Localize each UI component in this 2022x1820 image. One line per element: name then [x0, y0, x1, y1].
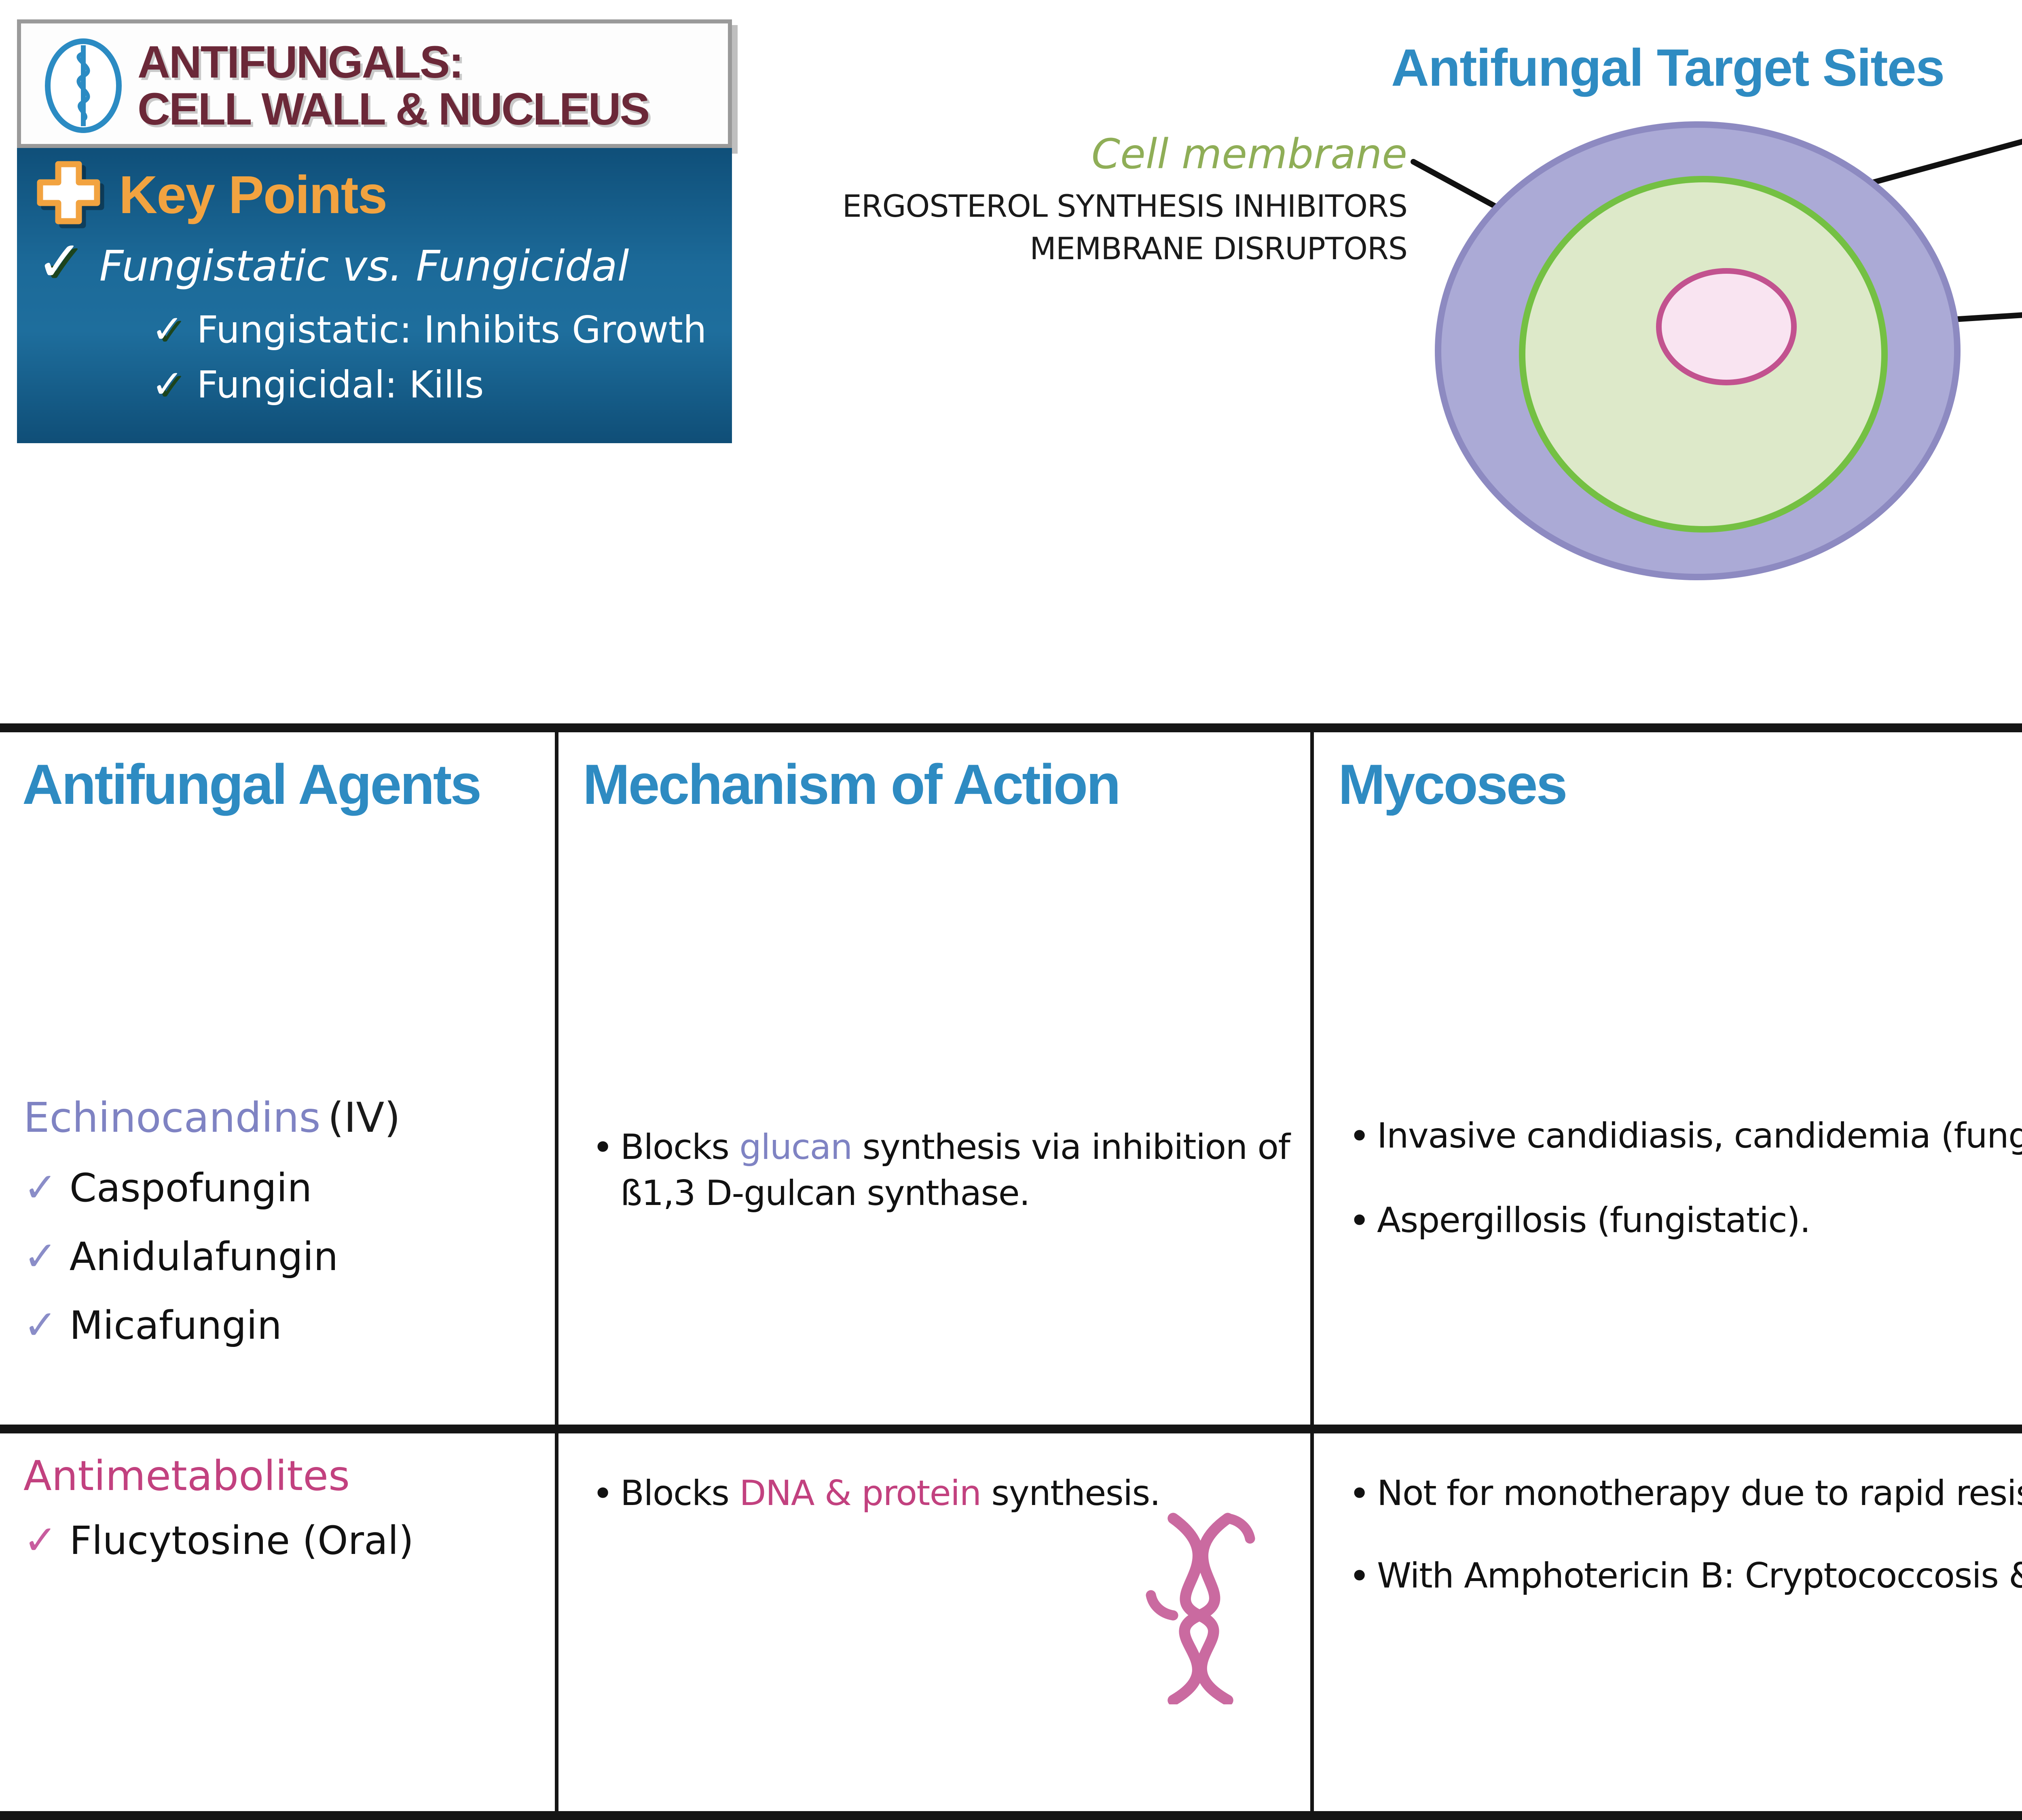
dna-helix-icon — [1146, 1513, 1255, 1704]
col-header-antifungal-agents: Antifungal Agents — [22, 753, 482, 816]
mechanism-text: Blocks glucan synthesis via inhibition o… — [589, 1124, 1298, 1216]
agent-name: Echinocandins — [23, 1094, 321, 1142]
table-row-1-mechanism: Blocks glucan synthesis via inhibition o… — [555, 1073, 1310, 1433]
drug-item: ✓ Anidulafungin — [23, 1234, 543, 1279]
key-point-sub-1: ✓ Fungistatic: Inhibits Growth — [151, 307, 706, 352]
table-row-2-mycoses: Not for monotherapy due to rapid resista… — [1310, 1433, 2022, 1820]
check-icon: ✓ — [23, 1232, 57, 1280]
cell-membrane-label: Cell membrane — [1091, 130, 1407, 178]
check-icon: ✓ — [23, 1164, 57, 1211]
table-row-1-agents: Echinocandins(IV) ✓ Caspofungin ✓ Anidulaf… — [0, 1073, 555, 1433]
mycosis-item: Aspergillosis (fungistatic). — [1345, 1197, 2022, 1245]
mycosis-item: Not for monotherapy due to rapid resista… — [1345, 1470, 2022, 1518]
page-title-line1: ANTIFUNGALS: — [137, 37, 464, 87]
nucleus-ellipse — [1656, 268, 1797, 385]
key-point-main: ✓ Fungistatic vs. Fungicidal — [36, 229, 629, 294]
col-header-mechanism: Mechanism of Action — [555, 732, 1310, 1073]
mech-pre: Blocks — [620, 1473, 740, 1513]
table-row-1-mycoses: Invasive candidiasis, candidemia (fungic… — [1310, 1073, 2022, 1433]
mech-post: synthesis. — [981, 1473, 1161, 1513]
check-icon: ✓ — [23, 1516, 57, 1564]
membrane-labels: Cell membrane ERGOSTEROL SYNTHESIS INHIB… — [748, 130, 1408, 266]
medical-cross-icon — [37, 161, 100, 224]
check-icon: ✓ — [36, 229, 83, 294]
drug-item: ✓ Flucytosine (Oral) — [23, 1518, 543, 1563]
diagram-title: Antifungal Target Sites — [1391, 38, 1945, 97]
col-header-mycoses: Mycoses — [1310, 732, 2022, 1073]
mechanism-text: Blocks DNA & protein synthesis. — [589, 1470, 1298, 1518]
drug-item: ✓ Caspofungin — [23, 1165, 543, 1211]
key-point-sub-2: ✓ Fungicidal: Kills — [151, 361, 484, 407]
key-points-panel: Key Points ✓ Fungistatic vs. Fungicidal … — [17, 148, 732, 443]
key-point-main-label: Fungistatic vs. Fungicidal — [99, 241, 629, 291]
mycosis-item: With Amphotericin B: Cryptococcosis & Ca… — [1345, 1552, 2022, 1600]
membrane-drug-class-1: ERGOSTEROL SYNTHESIS INHIBITORS — [842, 188, 1408, 224]
mycosis-item: Invasive candidiasis, candidemia (fungic… — [1345, 1112, 2022, 1160]
title-card: ANTIFUNGALS: CELL WALL & NUCLEUS — [17, 19, 732, 148]
key-points-title: Key Points — [119, 165, 387, 224]
asclepius-logo-icon — [45, 38, 122, 133]
drug-name: Anidulafungin — [69, 1234, 338, 1279]
check-icon: ✓ — [151, 307, 184, 352]
check-icon: ✓ — [151, 361, 184, 407]
agent-name: Antimetabolites — [23, 1452, 350, 1500]
mech-pre: Blocks — [620, 1127, 740, 1167]
key-point-sub-2-label: Fungicidal: Kills — [197, 363, 484, 406]
membrane-drug-class-2: MEMBRANE DISRUPTORS — [1030, 230, 1408, 266]
table-row-2-agents: Antimetabolites ✓ Flucytosine (Oral) — [0, 1433, 555, 1820]
drug-table: Antifungal Agents Mechanism of Action My… — [0, 629, 2022, 1820]
mech-highlight: glucan — [739, 1127, 852, 1167]
drug-name: Caspofungin — [69, 1165, 312, 1211]
drug-item: ✓ Micafungin — [23, 1303, 543, 1348]
drug-name: Flucytosine (Oral) — [69, 1518, 414, 1563]
mech-highlight: DNA & protein — [739, 1473, 981, 1513]
header-underline — [0, 629, 2022, 732]
agent-route: (IV) — [328, 1094, 401, 1142]
mech-post: synthesis via inhibition of ß1,3 D-gulca… — [620, 1127, 1290, 1213]
drug-name: Micafungin — [69, 1303, 282, 1348]
key-point-sub-1-label: Fungistatic: Inhibits Growth — [197, 308, 707, 351]
table-row-2-mechanism: Blocks DNA & protein synthesis. — [555, 1433, 1310, 1820]
page-title-line2: CELL WALL & NUCLEUS — [137, 84, 650, 135]
check-icon: ✓ — [23, 1301, 57, 1349]
